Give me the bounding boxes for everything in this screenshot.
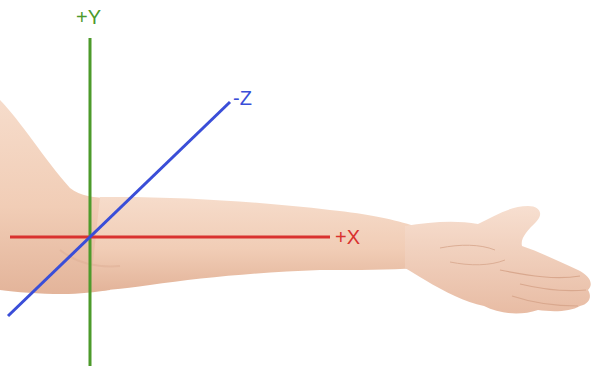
- forearm: [90, 197, 415, 291]
- x-axis: [10, 236, 330, 239]
- axis-label: +X: [335, 225, 360, 249]
- finger-crease: [500, 270, 586, 306]
- y-axis: [89, 38, 92, 366]
- z-axis: [8, 102, 230, 316]
- axis-label: -Z: [233, 86, 252, 110]
- hand: [405, 206, 591, 313]
- axis-label: +Y: [76, 5, 101, 29]
- palm-crease: [440, 245, 505, 265]
